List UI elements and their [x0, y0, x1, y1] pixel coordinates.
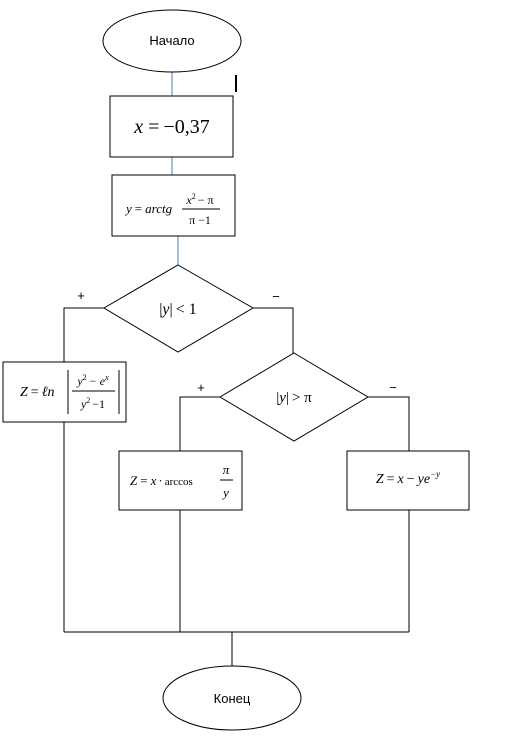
decision1-condition: |y|< 1	[159, 301, 197, 318]
decision2-no-label: −	[389, 380, 397, 395]
end-label: Конец	[214, 691, 251, 706]
process-assign-x: x=−0,37	[109, 95, 234, 158]
decision-abs-y-less-1: |y|< 1 + −	[77, 264, 280, 353]
process-z-ln: Z=ℓn y2− ex y2−1	[2, 361, 127, 423]
f2-lhs: Z=x·arccos	[130, 473, 193, 488]
assign-x-formula: x=−0,37	[133, 116, 209, 138]
connector-d1-yes-branch	[63, 307, 104, 362]
compute-y-denominator: π −1	[189, 213, 211, 227]
decision1-yes-label: +	[77, 288, 85, 303]
f2-denominator: y	[221, 485, 229, 500]
compute-y-numerator: x2− π	[185, 192, 213, 207]
process-compute-y: y=arctg x2− π π −1	[111, 174, 236, 237]
process-z-exp: Z=x−ye−y	[346, 450, 470, 511]
f1-numerator: y2− ex	[76, 373, 109, 388]
start-terminal: Начало	[102, 9, 242, 73]
process-z-arccos: Z=x·arccos π y	[118, 450, 243, 511]
f2-numerator: π	[223, 462, 230, 477]
connector-d2-no-branch	[368, 396, 410, 451]
connector-d1-no-branch	[253, 307, 294, 353]
f3-formula: Z=x−ye−y	[376, 469, 440, 487]
f1-lhs: Z=ℓn	[20, 385, 55, 400]
decision1-no-label: −	[272, 289, 280, 304]
connector-d2-yes-branch	[179, 396, 220, 451]
decision2-condition: |y|> π	[276, 390, 312, 406]
compute-y-lhs: y=arctg	[124, 201, 173, 216]
f1-denominator: y2−1	[80, 396, 105, 411]
start-label: Начало	[149, 33, 194, 48]
end-terminal: Конец	[162, 665, 302, 731]
decision-abs-y-greater-pi: |y|> π + −	[197, 352, 397, 442]
decision2-yes-label: +	[197, 380, 205, 395]
